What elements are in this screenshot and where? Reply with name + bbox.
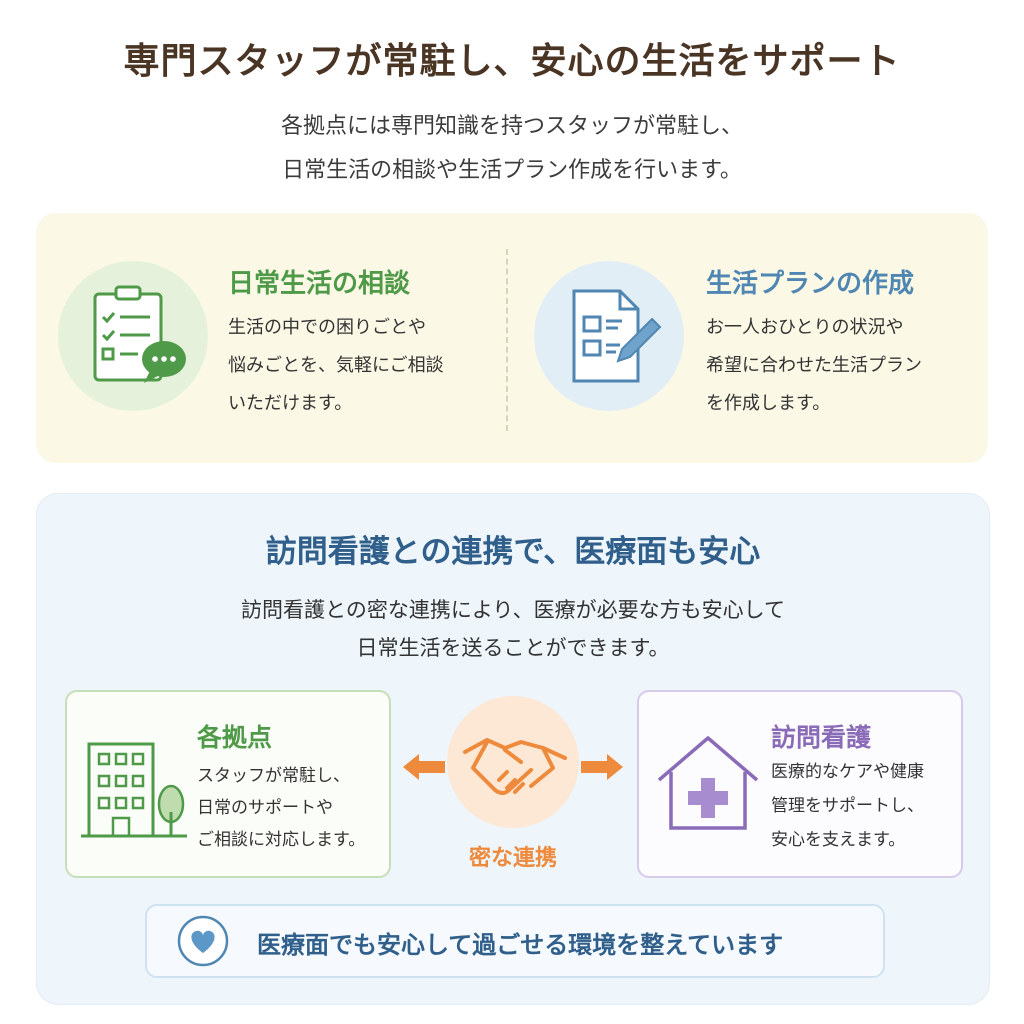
page-title: 専門スタッフが常駐し、安心の生活をサポート	[123, 41, 901, 82]
document-pencil-icon	[572, 289, 662, 383]
consultation-icon-circle	[58, 261, 208, 411]
staff-features-panel: 日常生活の相談 生活の中での困りごとや 悩みごとを、気軽にご相談 いただけます。…	[36, 213, 988, 463]
base-card-line-3: ご相談に対応します。	[197, 830, 366, 850]
arrow-right-icon	[581, 754, 623, 780]
handshake-circle	[447, 696, 579, 828]
consultation-line-2: 悩みごとを、気軽にご相談	[228, 355, 444, 376]
base-card-line-1: スタッフが常駐し、	[197, 766, 350, 786]
intro-line-1: 各拠点には専門知識を持つスタッフが常駐し、	[280, 114, 743, 139]
base-card: 各拠点 スタッフが常駐し、 日常のサポートや ご相談に対応します。	[65, 690, 391, 878]
building-icon	[81, 742, 187, 838]
reassurance-banner: 医療面でも安心して過ごせる環境を整えています	[145, 904, 885, 978]
nursing-partnership-panel: 訪問看護との連携で、医療面も安心 訪問看護との密な連携により、医療が必要な方も安…	[36, 493, 990, 1005]
heart-icon	[177, 915, 229, 967]
visiting-nursing-line-3: 安心を支えます。	[771, 830, 906, 850]
intro-line-2: 日常生活の相談や生活プラン作成を行います。	[282, 158, 742, 183]
plan-line-3: を作成します。	[706, 393, 831, 414]
visiting-nursing-title: 訪問看護	[771, 723, 872, 752]
plan-icon-circle	[534, 261, 684, 411]
arrow-left-icon	[403, 754, 445, 780]
handshake-icon	[463, 738, 567, 795]
plan-line-1: お一人おひとりの状況や	[706, 317, 904, 338]
panel-divider	[506, 249, 508, 431]
consultation-line-1: 生活の中での困りごとや	[228, 317, 426, 338]
consultation-title: 日常生活の相談	[228, 269, 411, 299]
nursing-heading: 訪問看護との連携で、医療面も安心	[265, 534, 761, 570]
reassurance-text: 医療面でも安心して過ごせる環境を整えています	[257, 931, 784, 959]
nursing-intro-line-1: 訪問看護との密な連携により、医療が必要な方も安心して	[241, 598, 785, 622]
clipboard-chat-icon	[93, 285, 186, 383]
consultation-line-3: いただけます。	[228, 393, 353, 414]
visiting-nursing-line-2: 管理をサポートし、	[771, 796, 924, 816]
base-card-line-2: 日常のサポートや	[197, 798, 333, 818]
medical-house-icon	[657, 736, 759, 830]
nursing-intro-line-2: 日常生活を送ることができます。	[356, 636, 670, 660]
plan-title: 生活プランの作成	[706, 269, 915, 299]
plan-line-2: 希望に合わせた生活プラン	[706, 355, 922, 376]
visiting-nursing-card: 訪問看護 医療的なケアや健康 管理をサポートし、 安心を支えます。	[637, 690, 963, 878]
visiting-nursing-line-1: 医療的なケアや健康	[771, 762, 924, 782]
close-partnership-label: 密な連携	[468, 846, 557, 871]
base-card-title: 各拠点	[197, 723, 273, 752]
